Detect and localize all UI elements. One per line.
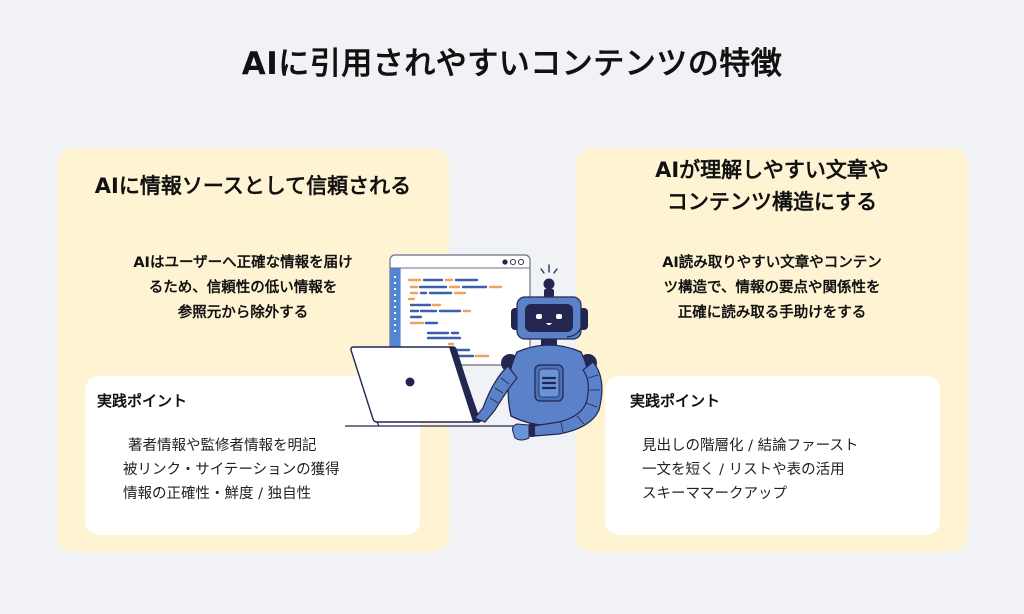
card-description: AI読み取りやすい文章やコンテン ツ構造で、情報の要点や関係性を 正確に読み取る… <box>576 251 968 326</box>
practice-points-box: 実践ポイント 著者情報や監修者情報を明記 被リンク・サイテーションの獲得 情報の… <box>85 376 420 535</box>
card-heading: AIが理解しやすい文章や コンテンツ構造にする <box>576 154 968 218</box>
description-line: ツ構造で、情報の要点や関係性を <box>663 280 881 296</box>
practice-points-list: 見出しの階層化 / 結論ファースト 一文を短く / リストや表の活用 スキーママ… <box>642 434 858 506</box>
heading-line: コンテンツ構造にする <box>666 190 878 214</box>
practice-points-box: 実践ポイント 見出しの階層化 / 結論ファースト 一文を短く / リストや表の活… <box>605 376 940 535</box>
practice-points-title: 実践ポイント <box>630 392 721 410</box>
practice-points-list: 著者情報や監修者情報を明記 被リンク・サイテーションの獲得 情報の正確性・鮮度 … <box>123 434 340 506</box>
practice-point: スキーママークアップ <box>642 486 787 502</box>
practice-points-title: 実践ポイント <box>97 392 188 410</box>
laptop-icon <box>340 346 545 427</box>
practice-point: 見出しの階層化 / 結論ファースト <box>642 438 859 454</box>
description-line: 参照元から除外する <box>177 305 309 321</box>
card-description: AIはユーザーへ正確な情報を届け るため、信頼性の低い情報を 参照元から除外する <box>57 251 449 326</box>
heading-line: AIが理解しやすい文章や <box>655 158 889 182</box>
robot-laptop-illustration <box>340 250 615 450</box>
card-heading: AIに情報ソースとして信頼される <box>94 174 412 198</box>
practice-point: 著者情報や監修者情報を明記 <box>128 438 317 454</box>
description-line: AI読み取りやすい文章やコンテン <box>662 255 882 271</box>
practice-point: 一文を短く / リストや表の活用 <box>642 462 845 478</box>
page-title: AIに引用されやすいコンテンツの特徴 <box>241 46 783 82</box>
description-line: AIはユーザーへ正確な情報を届け <box>133 255 353 271</box>
robot-icon <box>474 264 603 441</box>
practice-point: 被リンク・サイテーションの獲得 <box>123 462 340 478</box>
description-line: 正確に読み取る手助けをする <box>677 305 867 321</box>
card-ai-readable-structure: AIが理解しやすい文章や コンテンツ構造にする AI読み取りやすい文章やコンテン… <box>576 148 968 552</box>
description-line: るため、信頼性の低い情報を <box>148 280 338 296</box>
practice-point: 情報の正確性・鮮度 / 独自性 <box>123 486 312 502</box>
